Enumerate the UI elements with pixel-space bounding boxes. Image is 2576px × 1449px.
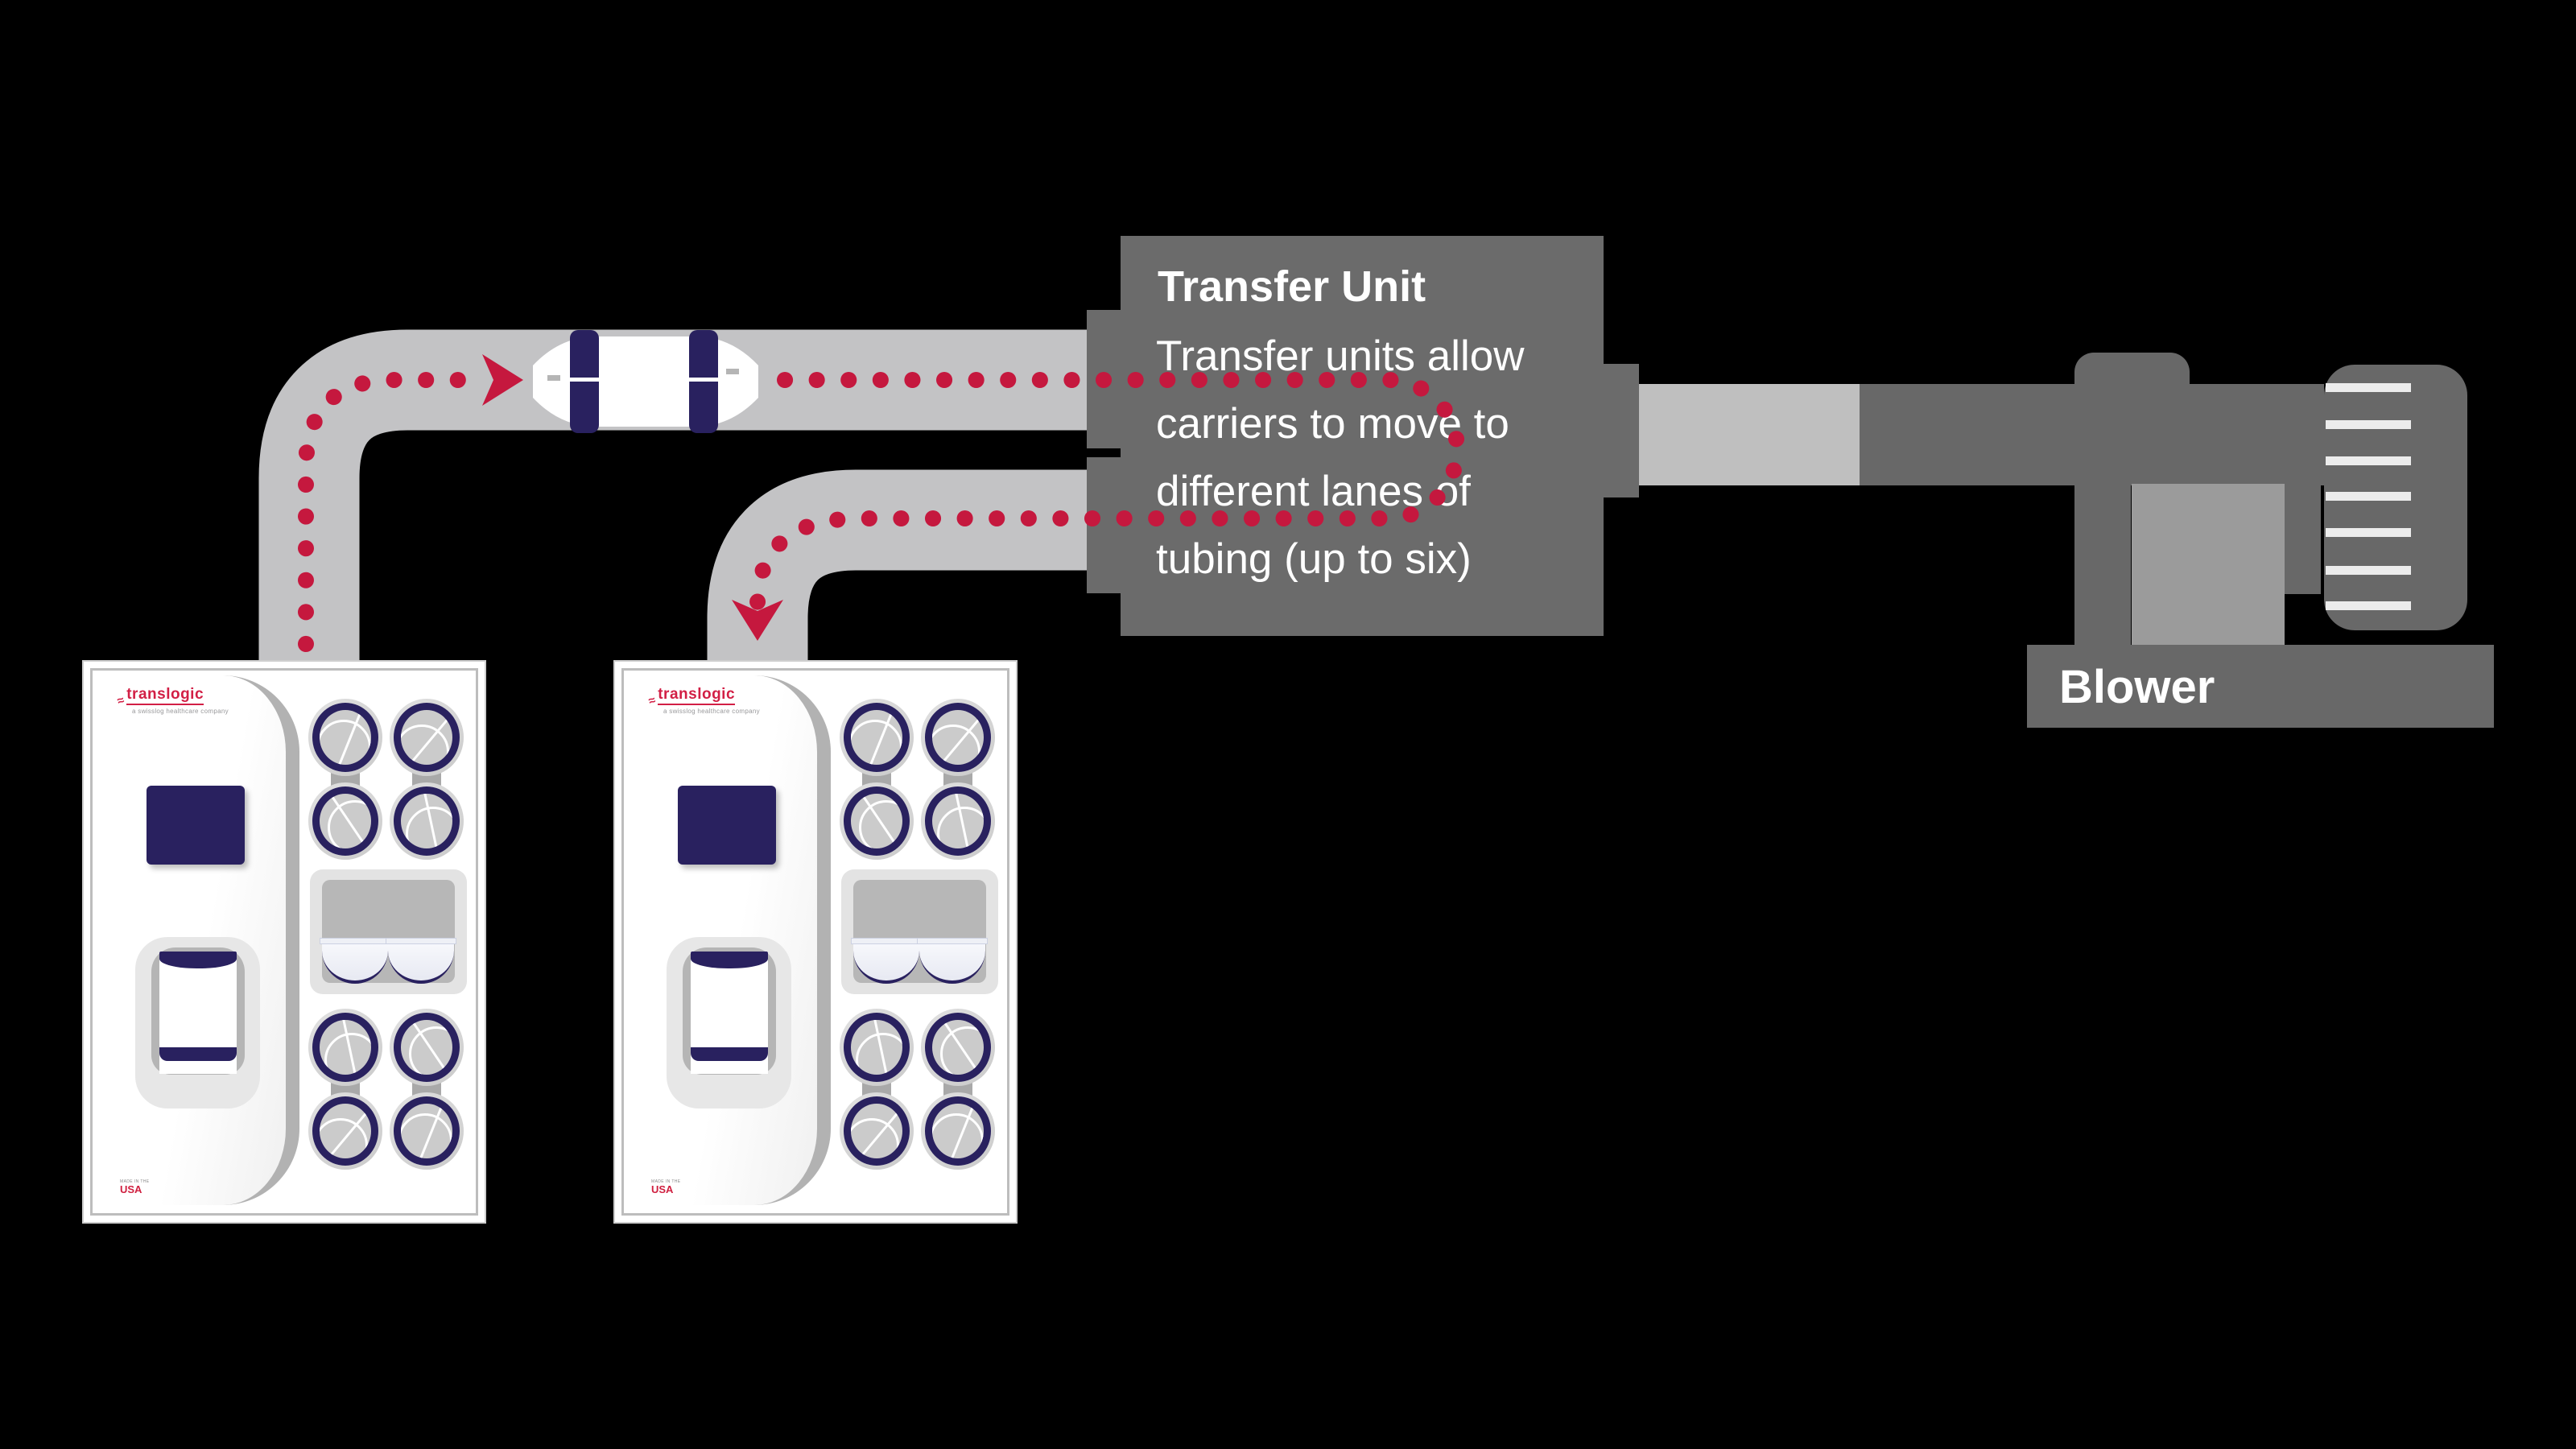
brand-name: translogic	[126, 687, 204, 705]
station-inner-frame	[90, 668, 478, 1216]
made-in-usa-mark: MADE IN THE USA	[120, 1179, 150, 1195]
carrier-latch	[547, 375, 560, 381]
station-inner-frame	[621, 668, 1009, 1216]
carrier-holder	[840, 699, 914, 776]
pipe-blower-inlet	[1860, 384, 2324, 485]
made-in-usa-label: USA	[651, 1183, 674, 1195]
transfer-unit-port-right	[1603, 364, 1639, 497]
blower-fin	[2326, 492, 2411, 501]
blower-fin	[2326, 456, 2411, 465]
carrier-holder	[308, 1009, 382, 1086]
carrier-holder	[390, 1009, 464, 1086]
dispenser-door-header	[159, 952, 237, 968]
carrier-holder	[390, 782, 464, 860]
pipe-transfer-to-blower-light	[1639, 384, 1860, 485]
carrier-dispenser	[135, 937, 260, 1108]
carrier-holder	[308, 699, 382, 776]
blower-fin	[2326, 528, 2411, 537]
carrier-holder	[840, 1009, 914, 1086]
route-transfer-uturn	[749, 372, 1465, 613]
station-display-screen	[147, 786, 245, 865]
station-unit-1: ≈ translogic a swisslog healthcare compa…	[82, 660, 486, 1224]
carrier-dispenser	[667, 937, 791, 1108]
transfer-unit-title: Transfer Unit	[1158, 262, 1426, 311]
route-station1-out	[298, 372, 480, 652]
dispenser-door-stripe	[691, 1047, 768, 1061]
carrier-holder	[921, 1009, 995, 1086]
blower-base: Blower	[2027, 645, 2494, 728]
carrier-holder	[840, 782, 914, 860]
station-unit-2: ≈ translogic a swisslog healthcare compa…	[613, 660, 1018, 1224]
dispenser-door	[691, 952, 768, 1074]
dispenser-door	[159, 952, 237, 1074]
transfer-unit-body-line: tubing (up to six)	[1156, 535, 1472, 583]
made-in-usa-top: MADE IN THE	[651, 1179, 681, 1184]
made-in-usa-label: USA	[120, 1183, 142, 1195]
carrier-holder	[390, 1092, 464, 1170]
arrow-down-icon	[732, 600, 783, 641]
carrier-holder	[308, 1092, 382, 1170]
transfer-unit-body-line: Transfer units allow	[1156, 332, 1525, 380]
blower-support-column	[2074, 485, 2131, 646]
carrier-holder	[921, 1092, 995, 1170]
carrier-holder	[390, 699, 464, 776]
made-in-usa-top: MADE IN THE	[120, 1179, 150, 1184]
brand-tagline: a swisslog healthcare company	[663, 708, 760, 715]
carrier-band-seam	[686, 378, 721, 382]
dispenser-door-header	[691, 952, 768, 968]
station-brand: ≈ translogic a swisslog healthcare compa…	[115, 687, 229, 715]
blower-top-cap	[2074, 353, 2190, 385]
carrier-half-shell	[320, 938, 390, 984]
made-in-usa-mark: MADE IN THE USA	[651, 1179, 681, 1195]
brand-name: translogic	[658, 687, 736, 705]
carrier-latch	[726, 369, 739, 374]
blower-fin	[2326, 566, 2411, 575]
transfer-unit-callout: Transfer Unit Transfer units allow carri…	[1121, 236, 1604, 636]
dispenser-door-stripe	[159, 1047, 237, 1061]
transfer-unit-body-line: different lanes of	[1156, 468, 1471, 515]
carrier-holder	[308, 782, 382, 860]
station-display-screen	[678, 786, 776, 865]
carrier-holder	[840, 1092, 914, 1170]
blower-fin	[2326, 601, 2411, 610]
blower-body	[2285, 485, 2321, 594]
carrier-tray	[310, 869, 467, 994]
blower-motor-block	[2132, 484, 2285, 646]
blower-fin	[2326, 383, 2411, 392]
brand-tagline: a swisslog healthcare company	[132, 708, 229, 715]
station-brand: ≈ translogic a swisslog healthcare compa…	[646, 687, 760, 715]
carrier-capsule	[533, 330, 758, 433]
arrow-right-icon	[482, 354, 523, 406]
blower-fin	[2326, 420, 2411, 429]
carrier-tray	[841, 869, 998, 994]
carrier-holder	[921, 699, 995, 776]
carrier-holder	[921, 782, 995, 860]
blower-label: Blower	[2059, 661, 2215, 713]
carrier-band-seam	[567, 378, 602, 382]
